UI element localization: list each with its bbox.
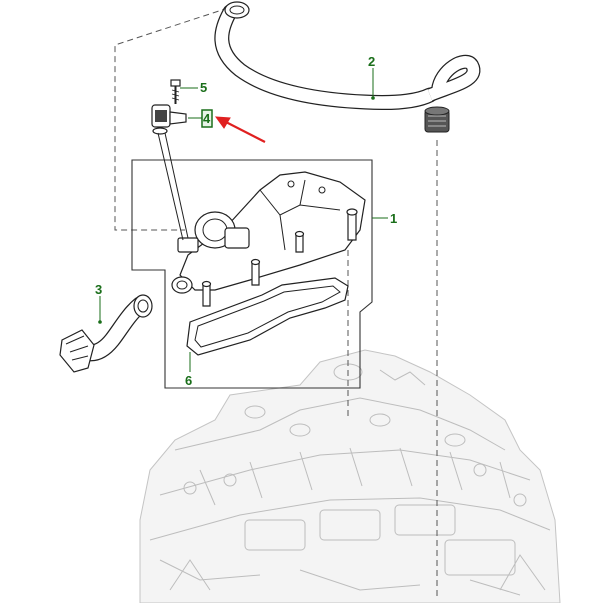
callout-2: 2: [368, 54, 375, 100]
assembly-frame-1: [131, 159, 373, 389]
callout-5-label: 5: [200, 80, 207, 95]
callout-2-label: 2: [368, 54, 375, 69]
gasket-part-6: [186, 277, 349, 356]
callout-3-label: 3: [95, 282, 102, 297]
callout-6-label: 6: [185, 373, 192, 388]
elbow-hose-part-3: [59, 294, 153, 373]
callout-1: 1: [372, 211, 397, 226]
cover-part-1: [157, 132, 366, 307]
engine-block: [139, 349, 561, 603]
callout-5: 5: [180, 80, 207, 95]
red-arrow-icon: [214, 116, 266, 143]
callout-4-highlight-box: [201, 109, 213, 128]
callout-6: 6: [185, 352, 192, 388]
hose-part-2: [214, 1, 481, 133]
reference-lines: [114, 7, 438, 600]
callout-4: 4: [188, 109, 213, 128]
callout-1-label: 1: [390, 211, 397, 226]
sensor-part-4: [151, 104, 187, 135]
callout-3: 3: [95, 282, 102, 324]
bolt-part-5: [170, 79, 181, 104]
callout-4-label: 4: [203, 111, 211, 126]
